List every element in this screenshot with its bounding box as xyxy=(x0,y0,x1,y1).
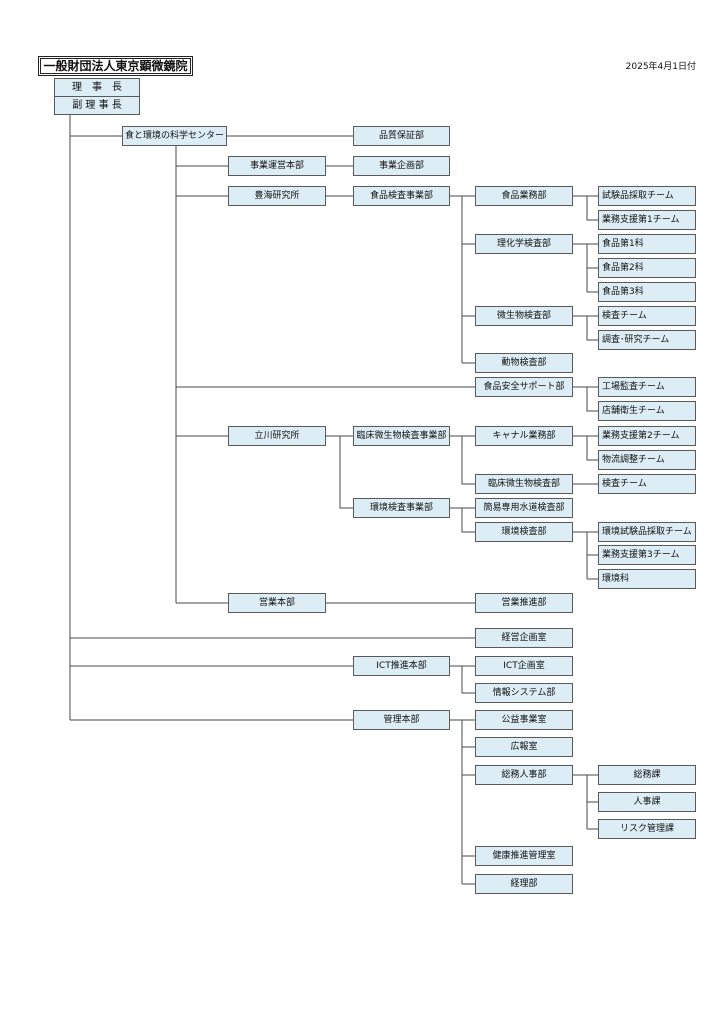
box-sales-hq: 営業本部 xyxy=(228,593,326,613)
box-section-food-1: 食品第1科 xyxy=(598,234,696,254)
box-team-business-support-3: 業務支援第3チーム xyxy=(598,545,696,565)
connector-environmental xyxy=(339,436,598,580)
connector-food-inspection xyxy=(450,195,475,364)
box-team-research: 調査･研究チーム xyxy=(598,330,696,350)
box-business-operations-hq: 事業運営本部 xyxy=(228,156,326,176)
connector-food-teams xyxy=(573,195,598,341)
connector-ict xyxy=(450,665,475,694)
box-team-clinical-inspection: 検査チーム xyxy=(598,474,696,494)
connector-trunk xyxy=(69,115,475,721)
box-public-relations: 広報室 xyxy=(475,737,573,757)
box-clinical-microbiology-inspection: 臨床微生物検査部 xyxy=(475,474,573,494)
box-environmental-inspection: 環境検査部 xyxy=(475,522,573,542)
box-information-systems: 情報システム部 xyxy=(475,683,573,703)
box-water-supply-inspection: 簡易専用水道検査部 xyxy=(475,498,573,518)
box-team-store-hygiene: 店舗衛生チーム xyxy=(598,401,696,421)
effective-date: 2025年4月1日付 xyxy=(625,62,696,72)
box-team-logistics: 物流調整チーム xyxy=(598,450,696,470)
box-ict-planning: ICT企画室 xyxy=(475,656,573,676)
connector-science-center xyxy=(175,135,475,604)
box-sales-promotion: 営業推進部 xyxy=(475,593,573,613)
box-general-affairs-hr: 総務人事部 xyxy=(475,765,573,785)
box-food-operations: 食品業務部 xyxy=(475,186,573,206)
box-chairman: 理 事 長 xyxy=(54,78,140,97)
box-team-business-support-2: 業務支援第2チーム xyxy=(598,426,696,446)
box-team-sample-collection: 試験品採取チーム xyxy=(598,186,696,206)
box-team-factory-audit: 工場監査チーム xyxy=(598,377,696,397)
box-management-planning: 経営企画室 xyxy=(475,628,573,648)
box-section-food-3: 食品第3科 xyxy=(598,282,696,302)
box-science-center: 食と環境の科学センター xyxy=(122,126,227,146)
box-section-general-affairs: 総務課 xyxy=(598,765,696,785)
box-animal-inspection: 動物検査部 xyxy=(475,353,573,373)
box-quality-assurance: 品質保証部 xyxy=(353,126,450,146)
box-section-risk-management: リスク管理課 xyxy=(598,819,696,839)
box-toyomi-lab: 豊海研究所 xyxy=(228,186,326,206)
box-section-environment: 環境科 xyxy=(598,569,696,589)
organization-title: 一般財団法人東京顕微鏡院 xyxy=(38,56,193,76)
box-public-interest-office: 公益事業室 xyxy=(475,710,573,730)
connector-food-safety xyxy=(573,386,598,412)
box-business-planning: 事業企画部 xyxy=(353,156,450,176)
box-team-environmental-sampling: 環境試験品採取チーム xyxy=(598,522,696,542)
box-team-inspection: 検査チーム xyxy=(598,306,696,326)
box-tachikawa-lab: 立川研究所 xyxy=(228,426,326,446)
box-vice-chairman: 副 理 事 長 xyxy=(54,96,140,115)
box-team-business-support-1: 業務支援第1チーム xyxy=(598,210,696,230)
box-physicochemical-inspection: 理化学検査部 xyxy=(475,234,573,254)
connector-administration xyxy=(450,719,598,885)
connector-clinical xyxy=(450,435,598,485)
box-health-promotion: 健康推進管理室 xyxy=(475,846,573,866)
box-microbiology-inspection: 微生物検査部 xyxy=(475,306,573,326)
box-ict-hq: ICT推進本部 xyxy=(353,656,450,676)
box-food-inspection-division: 食品検査事業部 xyxy=(353,186,450,206)
box-environmental-inspection-division: 環境検査事業部 xyxy=(353,498,450,518)
box-section-human-resources: 人事課 xyxy=(598,792,696,812)
box-section-food-2: 食品第2科 xyxy=(598,258,696,278)
box-canal-operations: キャナル業務部 xyxy=(475,426,573,446)
box-administration-hq: 管理本部 xyxy=(353,710,450,730)
box-clinical-microbiology-division: 臨床微生物検査事業部 xyxy=(353,426,450,446)
box-accounting: 経理部 xyxy=(475,874,573,894)
box-food-safety-support: 食品安全サポート部 xyxy=(475,377,573,397)
